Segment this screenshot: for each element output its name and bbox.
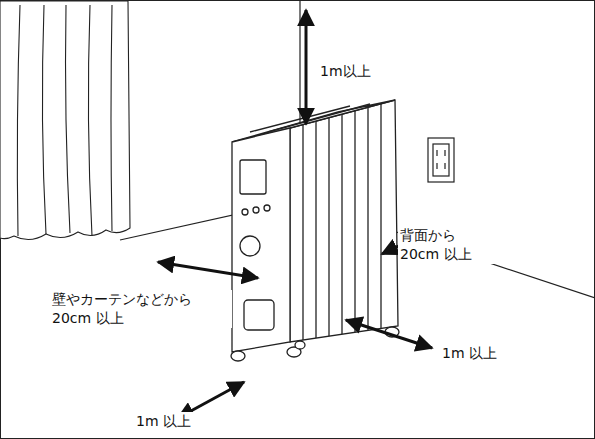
curtain [0, 1, 130, 240]
clearance-label: 1m 以上 [134, 412, 228, 431]
clearance-label: 背面から 20cm 以上 [398, 226, 498, 264]
wall-outlet [428, 138, 454, 182]
clearance-label: 壁やカーテンなどから 20cm 以上 [50, 290, 232, 328]
clearance-label: 1m以上 [318, 62, 412, 81]
clearance-arrows [158, 10, 436, 418]
clearance-label: 1m 以上 [440, 344, 534, 363]
oil-heater [231, 100, 399, 361]
